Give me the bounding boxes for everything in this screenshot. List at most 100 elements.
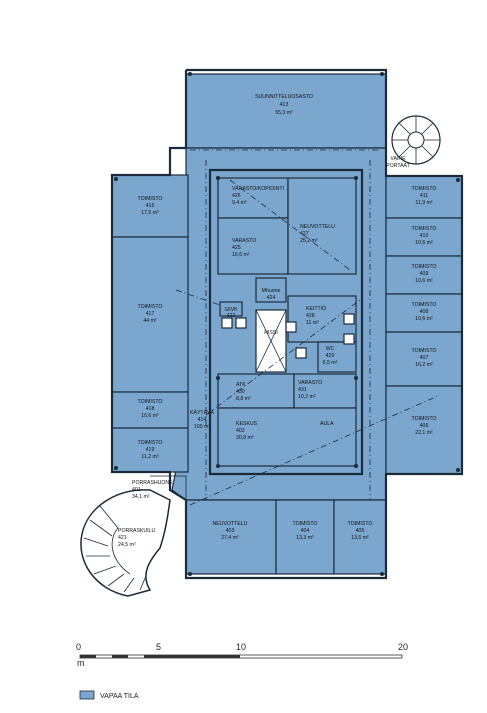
label-406-area: 22,1 m² xyxy=(415,430,433,436)
label-414-num: 414 xyxy=(198,417,207,423)
scale-bar: 0 5 10 20 m xyxy=(76,642,408,668)
label-428-area: 11 m² xyxy=(306,320,319,326)
legend-swatch xyxy=(79,690,95,700)
shaft xyxy=(295,347,307,359)
label-402-name: KESKUS xyxy=(236,421,258,427)
shaft xyxy=(343,313,355,325)
label-416-area: 17,5 m² xyxy=(141,210,159,216)
label-404-name: TOIMISTO xyxy=(293,521,318,527)
room-413 xyxy=(185,73,387,149)
label-425-area: 16,6 m² xyxy=(232,252,250,258)
room-429 xyxy=(317,341,357,373)
label-408-num: 408 xyxy=(420,309,429,315)
label-421-area: 24,5 m² xyxy=(118,542,136,548)
label-427-num: 427 xyxy=(300,231,309,237)
label-402-area: 30,8 m² xyxy=(236,435,254,441)
label-413-num: 413 xyxy=(280,102,289,108)
shaft xyxy=(343,333,355,345)
label-407-area: 16,2 m² xyxy=(415,362,433,368)
shaft xyxy=(235,317,247,329)
room-426 xyxy=(217,177,289,219)
label-428-num: 428 xyxy=(306,313,315,319)
label-431-num: 431 xyxy=(298,387,307,393)
label-aula: AULA xyxy=(320,421,334,427)
scale-tick-5: 5 xyxy=(156,642,161,652)
label-419-num: 419 xyxy=(146,447,155,453)
room-405 xyxy=(333,499,387,575)
shaft xyxy=(285,321,297,333)
label-424-name: Mhuone xyxy=(262,288,281,294)
label-407-name: TOIMISTO xyxy=(412,348,437,354)
label-hissi: HISSI xyxy=(264,330,278,336)
label-404-num: 404 xyxy=(301,528,310,534)
label-416-num: 416 xyxy=(146,203,155,209)
elevator-cross xyxy=(255,309,287,373)
label-426-num: 426 xyxy=(232,193,241,199)
room-427 xyxy=(287,177,357,275)
label-427-name: NEUVOTTELU xyxy=(300,224,335,230)
label-407-num: 407 xyxy=(420,355,429,361)
label-424-num: 424 xyxy=(267,295,276,301)
label-430-num: 430 xyxy=(236,389,245,395)
scale-tick-20: 20 xyxy=(398,642,408,652)
label-411-area: 11,9 m² xyxy=(415,200,432,206)
legend: VAPAA TILA xyxy=(79,690,139,700)
label-422-name: SIIVK xyxy=(224,307,238,313)
label-416-name: TOIMISTO xyxy=(138,196,163,202)
label-403-area: 27,4 m² xyxy=(221,535,239,541)
room-431 xyxy=(293,373,357,409)
label-417-name: TOIMISTO xyxy=(138,304,163,310)
label-426-area: 9,4 m² xyxy=(232,200,247,206)
label-vaihe: VAIHE xyxy=(390,156,406,162)
inner-core-wall xyxy=(208,168,364,476)
label-417-area: 44 m² xyxy=(143,318,157,324)
room-411 xyxy=(385,175,463,219)
label-404-area: 13,3 m² xyxy=(296,535,314,541)
label-401-num: 401 xyxy=(132,487,141,493)
label-431-area: 10,2 m² xyxy=(298,394,316,400)
label-419-name: TOIMISTO xyxy=(138,440,163,446)
label-418-area: 10,6 m² xyxy=(141,413,159,419)
label-418-num: 418 xyxy=(146,406,155,412)
room-417 xyxy=(111,236,189,393)
label-406-name: TOIMISTO xyxy=(412,416,437,422)
label-419-area: 11,2 m² xyxy=(141,454,158,460)
label-408-area: 10,6 m² xyxy=(415,316,433,322)
room-410 xyxy=(385,217,463,257)
room-418 xyxy=(111,391,189,429)
label-405-name: TOIMISTO xyxy=(348,521,373,527)
label-411-num: 411 xyxy=(420,193,428,199)
label-portaat: PORTAAT xyxy=(386,163,410,169)
label-413-name: SUUNNITTELUOSASTO xyxy=(255,94,313,100)
shaft xyxy=(221,317,233,329)
label-414-name: KÄYTÄVÄ xyxy=(190,409,214,416)
label-429-name: WC xyxy=(326,346,335,352)
label-406-num: 406 xyxy=(420,423,429,429)
room-430 xyxy=(217,373,295,409)
label-422-num: 422 xyxy=(227,313,236,319)
label-410-name: TOIMISTO xyxy=(412,226,437,232)
scale-tick-10: 10 xyxy=(236,642,246,652)
label-401-name: PORRASHUONE xyxy=(132,480,173,486)
label-418-name: TOIMISTO xyxy=(138,399,163,405)
room-425 xyxy=(217,217,289,275)
label-405-area: 13,6 m² xyxy=(351,535,369,541)
label-402-num: 402 xyxy=(236,428,245,434)
label-429-num: 429 xyxy=(326,353,335,359)
room-labels: SUUNNITTELUOSASTO 413 55,3 m² VARASTO/KO… xyxy=(118,94,436,548)
label-405-num: 405 xyxy=(356,528,365,534)
room-422 xyxy=(219,301,243,317)
structure-line xyxy=(175,149,441,506)
room-424 xyxy=(255,277,287,303)
label-430-name: ATK xyxy=(236,382,246,388)
label-409-area: 10,6 m² xyxy=(415,278,433,284)
label-426-name: VARASTO/KOPIOINTI xyxy=(232,186,284,192)
spiral-stair-top xyxy=(391,115,441,165)
label-414-area: 100 m² xyxy=(194,424,210,430)
label-409-name: TOIMISTO xyxy=(412,264,437,270)
outer-wall xyxy=(110,68,464,580)
label-413-area: 55,3 m² xyxy=(275,110,293,116)
label-430-area: 8,8 m² xyxy=(236,396,251,402)
room-404 xyxy=(275,499,335,575)
